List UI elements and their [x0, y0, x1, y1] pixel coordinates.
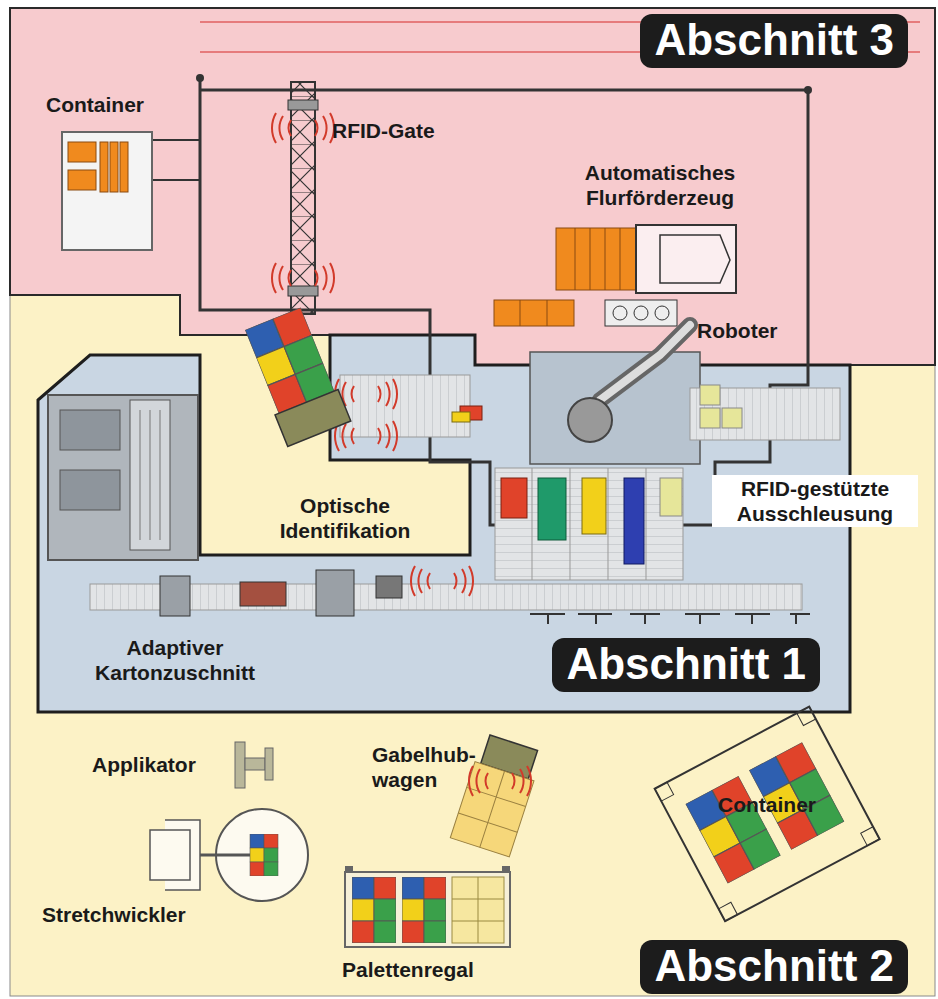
part-label: Roboter [697, 318, 797, 343]
part-label: Container [718, 792, 848, 817]
part-label: Palettenregal [342, 957, 512, 982]
section-badge: Abschnitt 2 [640, 940, 908, 994]
part-label: Adaptiver Kartonzuschnitt [70, 635, 280, 685]
part-label: RFID-Gate [332, 118, 462, 143]
part-label: RFID-gestützte Ausschleusung [712, 475, 918, 527]
section-badge: Abschnitt 3 [640, 14, 908, 68]
part-label: Optische Identifikation [245, 493, 445, 543]
part-label: Container [46, 92, 176, 117]
section-title: Abschnitt 3 [654, 15, 894, 64]
section-badge: Abschnitt 1 [552, 638, 820, 692]
part-label: Stretchwickler [42, 902, 222, 927]
part-label: Gabelhub- wagen [372, 742, 490, 792]
part-label: Applikator [92, 752, 222, 777]
section-title: Abschnitt 1 [566, 639, 806, 688]
part-label: Automatisches Flurförderzeug [560, 160, 760, 210]
section-title: Abschnitt 2 [654, 941, 894, 990]
